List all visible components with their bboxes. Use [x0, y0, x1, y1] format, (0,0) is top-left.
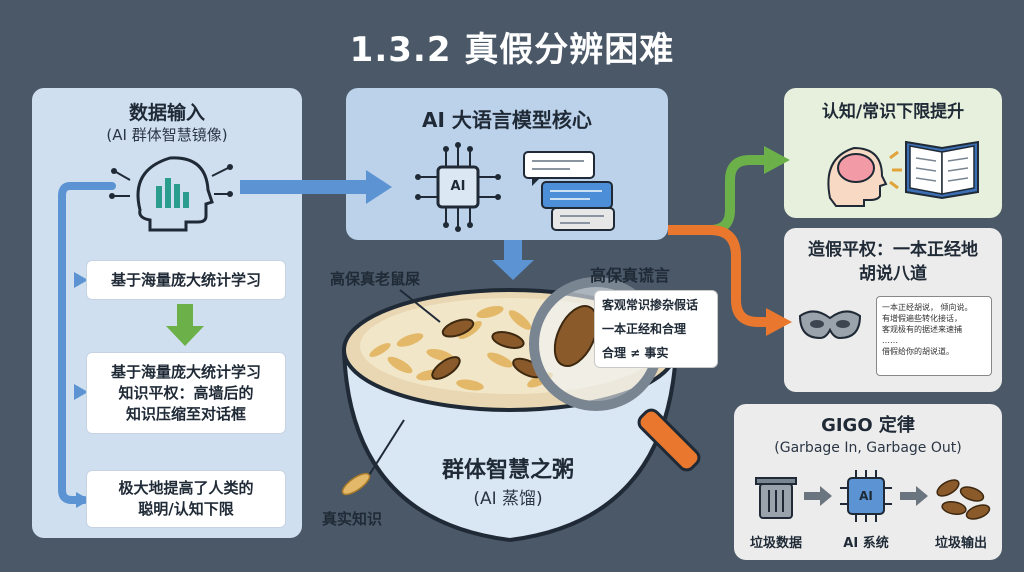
flow-arrowhead-2	[74, 384, 88, 400]
rat-dropping-label: 高保真老鼠屎	[330, 270, 421, 288]
note-line-4: ……	[882, 336, 898, 345]
knowledge-equality-box: 基于海量庞大统计学习 知识平权：高墙后的 知识压缩至对话框	[86, 352, 286, 434]
open-book-icon	[905, 140, 979, 200]
trash-can-icon	[755, 477, 797, 519]
core-to-bowl-arrow-shaft	[504, 240, 522, 262]
head-brain-icon	[827, 146, 902, 207]
chat-bubbles-icon	[523, 151, 615, 231]
gigo-label-ai-system: AI 系统	[843, 536, 889, 551]
gigo-arrow-1	[804, 486, 832, 506]
note-line-1: 一本正经胡说， 倾向说。	[882, 303, 973, 312]
hifi-lie-item-1: 客观常识掺杂假话	[602, 298, 699, 312]
core-chip-label: AI	[450, 179, 466, 194]
grains-group	[369, 305, 553, 391]
cognition-floor-box: 极大地提高了人类的 聪明/认知下限	[86, 470, 286, 528]
mask-icon	[798, 310, 862, 340]
note-line-3: 客观极有的据述来速捕	[882, 325, 962, 334]
fake-equality-title-line-2: 胡说八道	[859, 264, 927, 284]
gigo-ai-chip-icon	[840, 470, 892, 522]
brain-head-icon	[109, 156, 233, 232]
hifi-lie-list	[594, 290, 718, 368]
page-title: 1.3.2 真假分辨困难	[349, 30, 675, 70]
porridge-subtitle: (AI 蒸馏)	[473, 489, 543, 509]
gigo-subtitle: (Garbage In, Garbage Out)	[774, 440, 962, 456]
cognition-card-title: 认知/常识下限提升	[821, 102, 965, 122]
garbage-output-icon	[936, 479, 991, 520]
rat-label-leader	[399, 289, 441, 323]
statistical-learning-box: 基于海量庞大统计学习	[86, 260, 286, 300]
box2-line-1: 基于海量庞大统计学习	[110, 362, 261, 381]
note-line-2: 有增假遍些转化接话，	[882, 314, 962, 323]
llm-core-title: AI 大语言模型核心	[422, 108, 592, 132]
data-input-subtitle: (AI 群体智慧镜像)	[106, 126, 228, 144]
box3-line-1: 极大地提高了人类的	[118, 479, 254, 497]
data-input-panel	[32, 88, 302, 538]
true-grain-icon	[341, 472, 371, 496]
true-knowledge-leader	[365, 419, 405, 481]
hifi-lie-item-2: 一本正经和合理	[602, 322, 687, 336]
flow-arrowhead-1	[74, 272, 88, 288]
green-down-arrow-shaft	[177, 304, 193, 328]
fake-text-lines: 一本正经胡说， 倾向说。 有增假遍些转化接话， 客观极有的据述来速捕 …… 借假…	[882, 302, 973, 357]
gigo-label-garbage-output: 垃圾输出	[934, 536, 987, 551]
box2-line-2: 知识平权：高墙后的	[118, 383, 254, 402]
core-to-bowl-arrow-head	[492, 260, 534, 280]
input-to-core-arrow-head	[366, 170, 392, 204]
gigo-chip-label: AI	[859, 489, 873, 503]
gigo-title: GIGO 定律	[821, 415, 915, 436]
gigo-arrow-2	[900, 486, 928, 506]
data-input-title: 数据输入	[128, 102, 205, 124]
hifi-lie-item-3: 合理 ≠ 事实	[602, 346, 669, 360]
rat-dropping-icons	[431, 318, 544, 380]
input-to-core-arrow-shaft	[240, 180, 370, 194]
porridge-title: 群体智慧之粥	[441, 458, 574, 483]
green-down-arrow-head	[166, 326, 204, 346]
left-flow-line	[58, 182, 116, 504]
box2-line-3: 知识压缩至对话框	[125, 404, 246, 423]
ai-chip-icon	[415, 142, 501, 232]
box3-line-2: 聪明/认知下限	[138, 500, 234, 518]
fake-text-note	[876, 296, 992, 376]
orange-right-arrow-head	[766, 308, 792, 336]
green-right-arrow-head	[764, 146, 790, 174]
true-knowledge-label: 真实知识	[322, 510, 383, 528]
fake-equality-title-line-1: 造假平权：一本正经地	[808, 240, 978, 260]
note-line-5: 借假给你的胡说道。	[882, 347, 954, 356]
flow-arrowhead-3	[76, 492, 90, 508]
hifi-lie-title: 高保真谎言	[590, 266, 671, 285]
gigo-label-garbage-data: 垃圾数据	[749, 536, 802, 551]
